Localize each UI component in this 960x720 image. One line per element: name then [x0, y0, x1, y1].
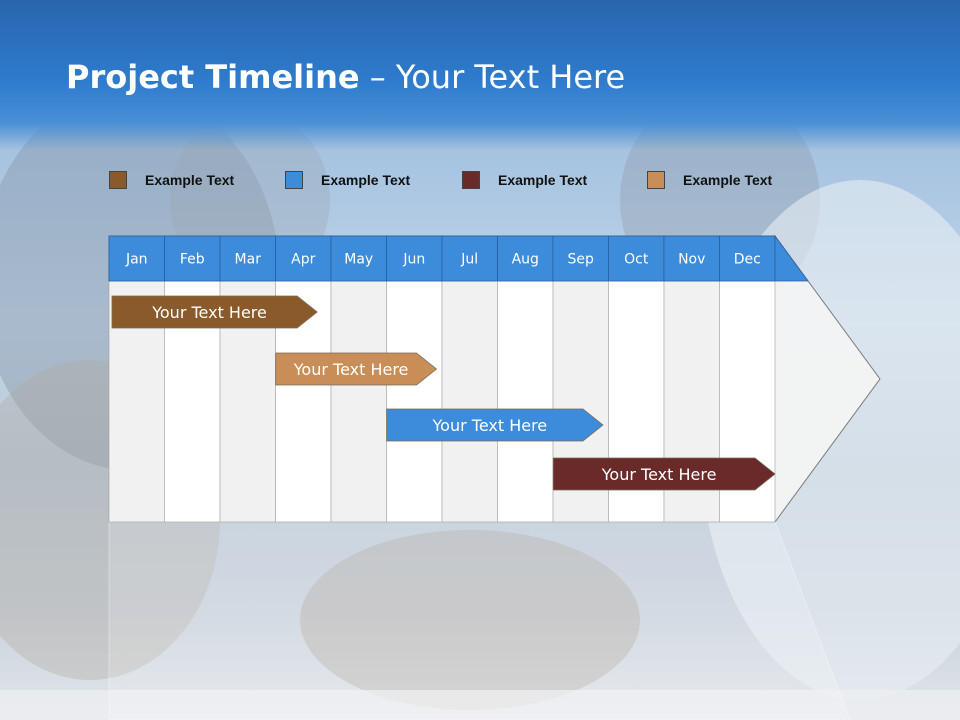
header-band — [0, 0, 960, 150]
task-label: Your Text Here — [293, 360, 409, 379]
month-label: May — [344, 252, 373, 268]
month-label: Dec — [734, 252, 761, 268]
slide-title: Project Timeline – Your Text Here — [66, 58, 625, 96]
timeline-reflection — [108, 521, 851, 720]
legend-item-4: Example Text — [647, 170, 772, 190]
title-rest: – Your Text Here — [359, 58, 626, 96]
month-label: Aug — [512, 252, 539, 268]
legend-swatch-4 — [647, 171, 665, 189]
task-arrow — [386, 408, 604, 442]
month-header-cell — [164, 235, 221, 282]
legend-item-1: Example Text — [109, 170, 234, 190]
legend-label-3: Example Text — [498, 172, 588, 188]
legend-item-2: Example Text — [285, 170, 410, 190]
month-label: Feb — [180, 252, 205, 268]
task-arrow — [111, 295, 318, 329]
month-header-cell — [552, 235, 609, 282]
legend-swatch-1 — [109, 171, 127, 189]
month-column — [330, 280, 387, 523]
month-label: Nov — [678, 252, 705, 268]
month-column — [497, 280, 554, 523]
legend-swatch-2 — [285, 171, 303, 189]
task-label: Your Text Here — [151, 303, 267, 322]
month-label: Jun — [402, 252, 425, 268]
month-header-cell — [330, 235, 387, 282]
month-header-cell — [108, 235, 165, 282]
month-header-cell — [219, 235, 276, 282]
month-header-cell — [441, 235, 498, 282]
task-label: Your Text Here — [601, 465, 717, 484]
month-label: Sep — [568, 252, 595, 268]
title-bold: Project Timeline — [66, 58, 360, 96]
task-arrow — [275, 352, 438, 386]
month-header-cell — [608, 235, 665, 282]
legend-label-1: Example Text — [145, 172, 235, 188]
month-header-cell — [275, 235, 332, 282]
month-label: Apr — [291, 252, 315, 268]
month-header-cell — [663, 235, 720, 282]
month-column — [441, 280, 498, 523]
task-arrow — [552, 457, 776, 491]
legend-item-3: Example Text — [462, 170, 587, 190]
month-label: Jul — [460, 252, 478, 268]
task-label: Your Text Here — [432, 416, 548, 435]
month-label: Mar — [235, 252, 262, 268]
legend-label-2: Example Text — [321, 172, 411, 188]
month-column — [386, 280, 443, 523]
legend-swatch-3 — [462, 171, 480, 189]
header-corner — [774, 234, 809, 282]
legend-label-4: Example Text — [683, 172, 773, 188]
month-label: Jan — [125, 252, 148, 268]
month-label: Oct — [624, 252, 649, 268]
